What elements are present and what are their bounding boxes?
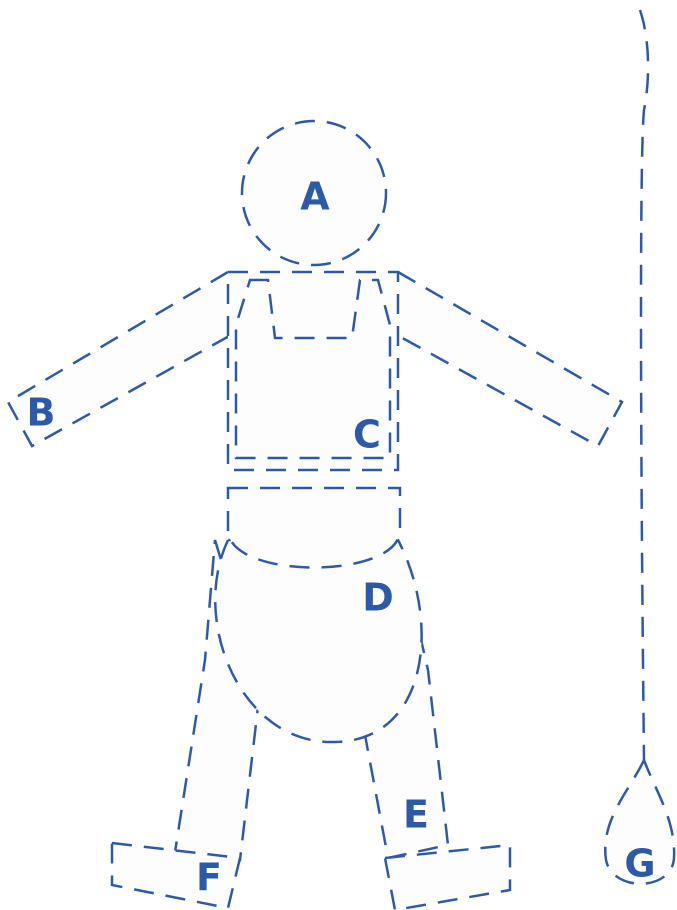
right-arm [388, 272, 622, 446]
label-e: E [403, 793, 429, 837]
label-f: F [196, 856, 222, 900]
torso-waist [228, 488, 400, 568]
label-b: B [27, 391, 56, 435]
label-a: A [300, 175, 330, 219]
label-d: D [362, 576, 394, 620]
staff-pole [640, 10, 648, 760]
label-c: C [353, 413, 381, 457]
label-g: G [624, 842, 655, 886]
